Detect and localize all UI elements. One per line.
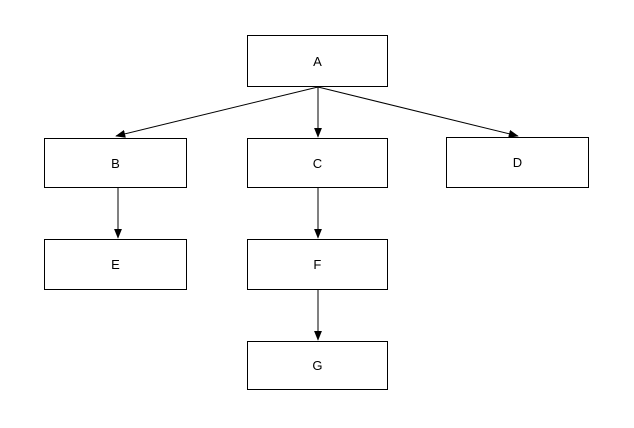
node-b-label: B <box>111 155 120 171</box>
node-a-label: A <box>313 53 322 69</box>
edge-a-to-b <box>115 86 319 138</box>
node-e-label: E <box>111 257 120 272</box>
node-b[interactable]: B <box>44 138 187 188</box>
node-f[interactable]: F <box>247 239 388 290</box>
node-a[interactable]: A <box>247 35 388 87</box>
node-g-label: G <box>312 358 323 373</box>
node-g[interactable]: G <box>247 341 388 390</box>
node-d[interactable]: D <box>446 137 589 188</box>
node-c[interactable]: C <box>247 138 388 188</box>
node-d-label: D <box>512 155 523 170</box>
edge-a-to-d <box>317 86 519 138</box>
node-e[interactable]: E <box>44 239 187 290</box>
node-f-label: F <box>313 257 322 272</box>
node-c-label: C <box>312 155 323 171</box>
edges-group <box>114 86 519 341</box>
